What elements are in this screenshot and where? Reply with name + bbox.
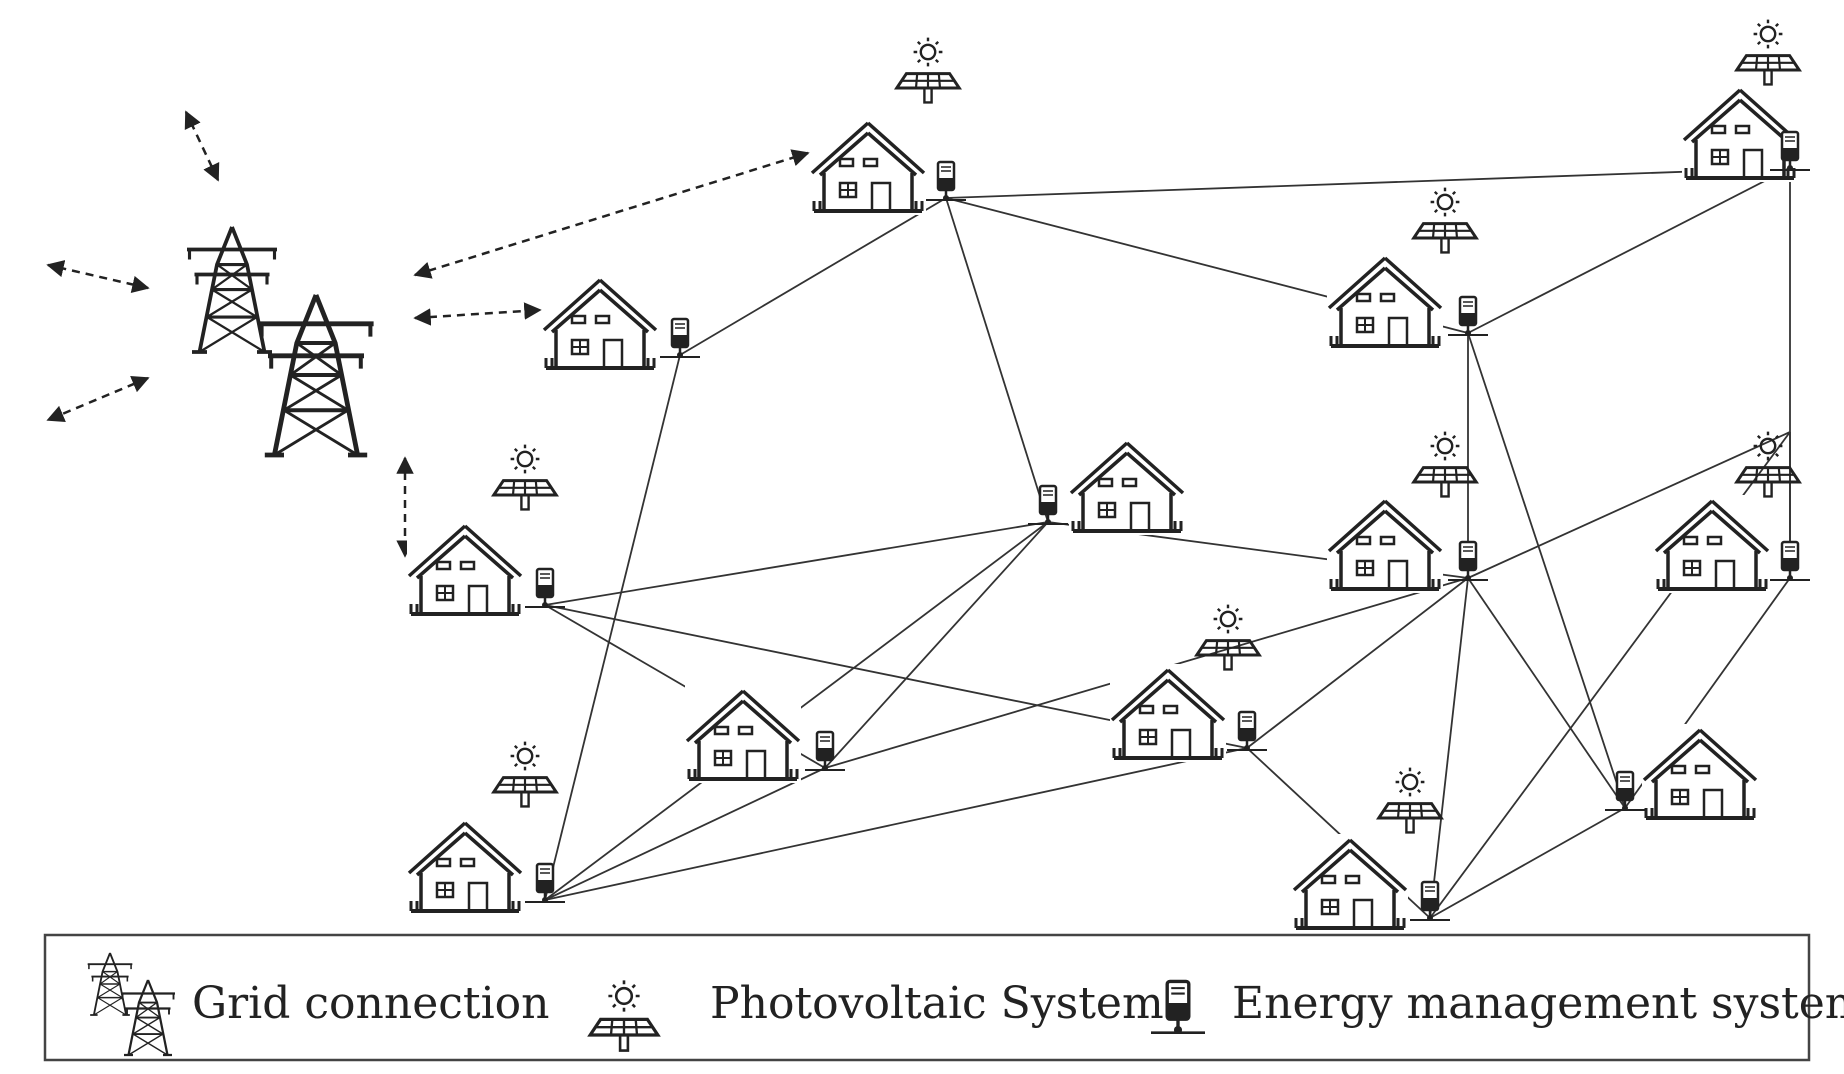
household-node xyxy=(685,685,847,783)
solar-panel-icon xyxy=(1377,766,1443,834)
energy-management-unit-icon xyxy=(1026,484,1070,527)
connection-line xyxy=(544,747,1248,901)
energy-management-unit-icon xyxy=(924,160,968,203)
connection-line xyxy=(1246,577,1469,749)
energy-management-unit-icon xyxy=(1446,540,1490,583)
solar-panel-icon xyxy=(895,36,961,104)
connection-line xyxy=(824,521,1049,769)
solar-panel-icon xyxy=(492,740,558,808)
legend-ems-label: Energy management system xyxy=(1232,978,1844,1029)
connection-line xyxy=(544,767,826,901)
household-node xyxy=(1026,437,1185,535)
household-node xyxy=(1682,18,1812,182)
legend: Grid connection Photovoltaic System Ener… xyxy=(43,933,1844,1062)
grid-external-link xyxy=(46,376,150,422)
household-node xyxy=(1327,186,1490,350)
grid-link-arrow xyxy=(413,149,810,279)
household-node xyxy=(1110,603,1269,762)
grid-link-arrows xyxy=(396,149,810,558)
solar-panel-icon xyxy=(1412,430,1478,498)
grid-connection xyxy=(46,110,374,455)
connection-lines xyxy=(544,167,1791,919)
solar-panel-icon xyxy=(492,443,558,511)
solar-panel-icon xyxy=(1412,186,1478,254)
connection-line xyxy=(1467,167,1791,334)
connection-line xyxy=(945,197,1049,523)
energy-management-unit-icon xyxy=(1768,540,1812,583)
energy-management-unit-icon xyxy=(1408,880,1452,923)
connection-line xyxy=(945,167,1791,199)
solar-panel-icon xyxy=(1735,18,1801,86)
connection-line xyxy=(679,197,947,356)
grid-external-link xyxy=(184,110,220,182)
household-node xyxy=(1603,724,1758,822)
household-node xyxy=(407,443,567,618)
household-node xyxy=(1292,766,1452,932)
legend-grid-label: Grid connection xyxy=(192,978,549,1029)
household-node xyxy=(542,274,702,372)
energy-management-unit-icon xyxy=(658,317,702,360)
power-pylon-icon xyxy=(185,225,374,455)
connection-line xyxy=(1429,577,1469,919)
legend-pv-label: Photovoltaic System xyxy=(710,978,1164,1029)
connection-line xyxy=(544,354,681,901)
legend-frame xyxy=(43,933,1811,1062)
household-node xyxy=(810,36,968,215)
connection-line xyxy=(1467,577,1626,809)
solar-panel-icon xyxy=(1195,603,1261,671)
energy-management-unit-icon xyxy=(1603,770,1647,813)
grid-external-link xyxy=(46,260,150,293)
grid-link-arrow xyxy=(413,302,542,326)
household-nodes xyxy=(407,18,1812,932)
connection-line xyxy=(1467,431,1791,579)
connection-line xyxy=(1429,807,1626,919)
connection-line xyxy=(1467,332,1626,809)
household-node xyxy=(1327,430,1490,593)
connection-line xyxy=(544,521,1049,606)
household-node xyxy=(407,740,567,915)
household-node xyxy=(1654,430,1812,593)
